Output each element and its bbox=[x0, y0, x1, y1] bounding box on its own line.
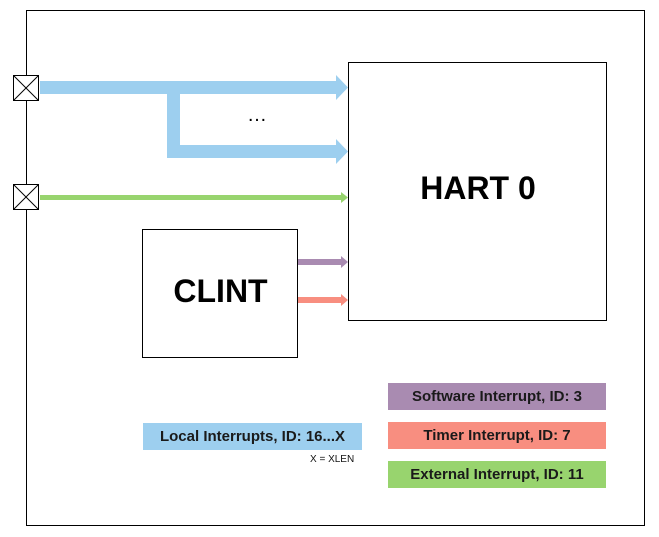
local-arrow-top bbox=[336, 75, 348, 100]
pin-external bbox=[13, 184, 39, 210]
timer-arrow bbox=[341, 294, 348, 306]
hart-label: HART 0 bbox=[420, 169, 536, 206]
clint-label: CLINT bbox=[173, 272, 268, 309]
local-line-top bbox=[40, 81, 338, 94]
pin-local bbox=[13, 75, 39, 101]
local-branch-vertical bbox=[167, 88, 180, 158]
ellipsis: … bbox=[247, 104, 268, 126]
software-arrow bbox=[341, 256, 348, 268]
external-line bbox=[40, 195, 342, 200]
legend-timer: Timer Interrupt, ID: 7 bbox=[388, 422, 606, 449]
software-interrupt-line bbox=[298, 256, 348, 268]
local-line-bottom bbox=[167, 145, 338, 158]
clint-block bbox=[142, 229, 298, 358]
xlen-note: X = XLEN bbox=[310, 454, 355, 465]
timer-interrupt-line bbox=[298, 294, 348, 306]
outer-frame bbox=[26, 10, 645, 526]
external-arrow bbox=[341, 192, 348, 203]
legend-external: External Interrupt, ID: 11 bbox=[388, 461, 606, 488]
local-interrupt-lines bbox=[40, 75, 348, 164]
legend-software: Software Interrupt, ID: 3 bbox=[388, 383, 606, 410]
external-interrupt-line bbox=[40, 192, 348, 203]
software-line bbox=[298, 259, 342, 265]
timer-line bbox=[298, 297, 342, 303]
legend-local: Local Interrupts, ID: 16...X bbox=[143, 423, 362, 450]
hart-block bbox=[348, 62, 607, 321]
local-arrow-bottom bbox=[336, 139, 348, 164]
